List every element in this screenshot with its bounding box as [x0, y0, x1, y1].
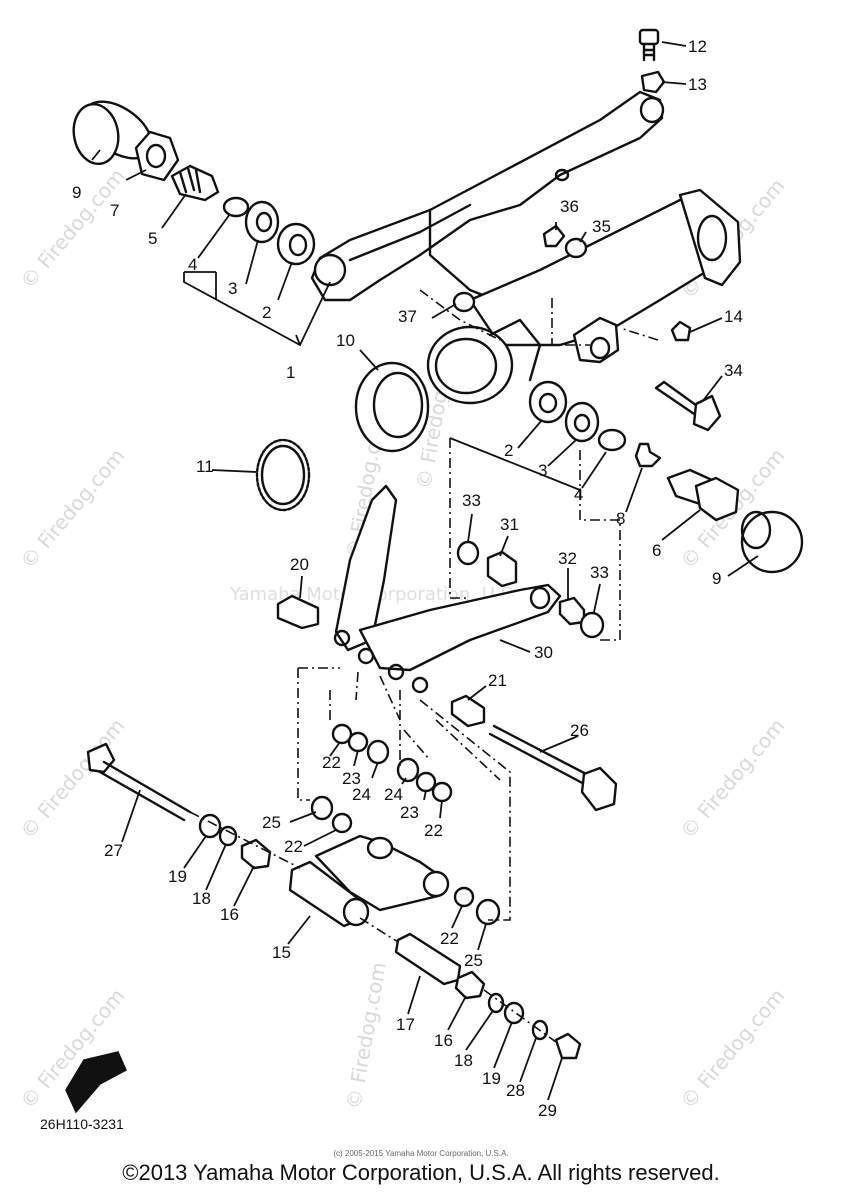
connecting-rod-30: [333, 484, 562, 694]
callout-4: 4: [574, 485, 583, 504]
nut-14: [670, 320, 692, 342]
callout-20: 20: [290, 555, 309, 574]
nut-13: [640, 70, 666, 94]
callout-7: 7: [110, 201, 119, 220]
bushing-33-a: [456, 540, 480, 566]
pivot-bolt-6: [666, 468, 740, 522]
callout-37: 37: [398, 307, 417, 326]
callout-22: 22: [440, 929, 459, 948]
callout-24: 24: [384, 785, 403, 804]
pivot-shaft-5: [170, 164, 220, 202]
callout-35: 35: [592, 217, 611, 236]
callout-9: 9: [712, 569, 721, 588]
callout-4: 4: [188, 255, 197, 274]
diagram-code: 26H110-3231: [40, 1116, 124, 1132]
cap-35: [564, 237, 588, 259]
callout-15: 15: [272, 943, 291, 962]
callout-9: 9: [72, 183, 81, 202]
callout-30: 30: [534, 643, 553, 662]
callout-36: 36: [560, 197, 579, 216]
callout-25: 25: [262, 813, 281, 832]
seal-10: [354, 361, 430, 453]
callout-32: 32: [558, 549, 577, 568]
washer-8: [634, 442, 662, 468]
callout-25: 25: [464, 951, 483, 970]
callout-22: 22: [284, 837, 303, 856]
site-watermark: © Firedog.com: [15, 444, 129, 573]
bushing-31: [486, 550, 518, 588]
callout-23: 23: [400, 803, 419, 822]
callout-11: 11: [196, 457, 214, 476]
callout-33: 33: [590, 563, 609, 582]
callout-2: 2: [262, 303, 271, 322]
collar-4-left: [222, 196, 250, 218]
callout-12: 12: [688, 37, 707, 56]
relay-arm-15: [288, 834, 450, 928]
callout-21: 21: [488, 671, 507, 690]
site-watermark: © Firedog.com: [675, 984, 789, 1113]
collar-21: [450, 694, 486, 728]
site-watermark: © Firedog.com: [341, 960, 390, 1111]
bearing-3-right: [564, 401, 600, 443]
swingarm: [310, 90, 742, 364]
callout-34: 34: [724, 361, 743, 380]
callout-3: 3: [538, 461, 547, 480]
callout-26: 26: [570, 721, 589, 740]
bearing-2-left: [276, 222, 316, 266]
callout-17: 17: [396, 1015, 415, 1034]
callout-2: 2: [504, 441, 513, 460]
spacers-upper-left: [310, 723, 453, 834]
callout-18: 18: [192, 889, 211, 908]
copyright-notice: ©2013 Yamaha Motor Corporation, U.S.A. A…: [122, 1160, 720, 1185]
plug-37: [452, 291, 476, 313]
bearing-3-left: [244, 200, 280, 244]
callout-3: 3: [228, 279, 237, 298]
assembly-lines: [189, 289, 659, 1043]
callout-numbers: 12 13 9 7 5 4 3 2 1 36 35 37 14 10 34 11…: [72, 37, 743, 1120]
nut-7: [134, 130, 180, 182]
callout-5: 5: [148, 229, 157, 248]
bolt-12: [638, 28, 660, 62]
callout-29: 29: [538, 1101, 557, 1120]
lower-right-parts: [394, 886, 582, 1060]
bearing-2-right: [528, 380, 568, 424]
bolt-26: [488, 724, 618, 812]
callout-19: 19: [168, 867, 187, 886]
callout-28: 28: [506, 1081, 525, 1100]
bolt-27: [86, 742, 192, 822]
site-watermark: © Firedog.com: [675, 714, 789, 843]
bushing-33-b: [579, 611, 605, 639]
callout-31: 31: [500, 515, 519, 534]
ring-11: [255, 438, 311, 512]
callout-19: 19: [482, 1069, 501, 1088]
callout-13: 13: [688, 75, 707, 94]
callout-22: 22: [322, 753, 341, 772]
callout-18: 18: [454, 1051, 473, 1070]
callout-16: 16: [434, 1031, 453, 1050]
lower-left-washers: [198, 813, 272, 870]
collar-20: [276, 594, 320, 630]
callout-14: 14: [724, 307, 743, 326]
callout-leaders: [91, 41, 759, 1101]
bushing-32: [558, 596, 586, 626]
callout-27: 27: [104, 841, 123, 860]
callout-8: 8: [616, 509, 625, 528]
callout-24: 24: [352, 785, 371, 804]
bolt-34: [654, 380, 722, 432]
callout-6: 6: [652, 541, 661, 560]
callout-1: 1: [286, 363, 295, 382]
cap-36: [542, 224, 566, 248]
pivot-housing: [426, 318, 542, 405]
callout-10: 10: [336, 331, 355, 350]
callout-23: 23: [342, 769, 361, 788]
callout-16: 16: [220, 905, 239, 924]
collar-4-right: [597, 428, 627, 452]
callout-33: 33: [462, 491, 481, 510]
callout-22: 22: [424, 821, 443, 840]
small-copyright: (c) 2005-2015 Yamaha Motor Corporation, …: [333, 1149, 509, 1158]
pivot-cap-9-right: [740, 510, 804, 574]
